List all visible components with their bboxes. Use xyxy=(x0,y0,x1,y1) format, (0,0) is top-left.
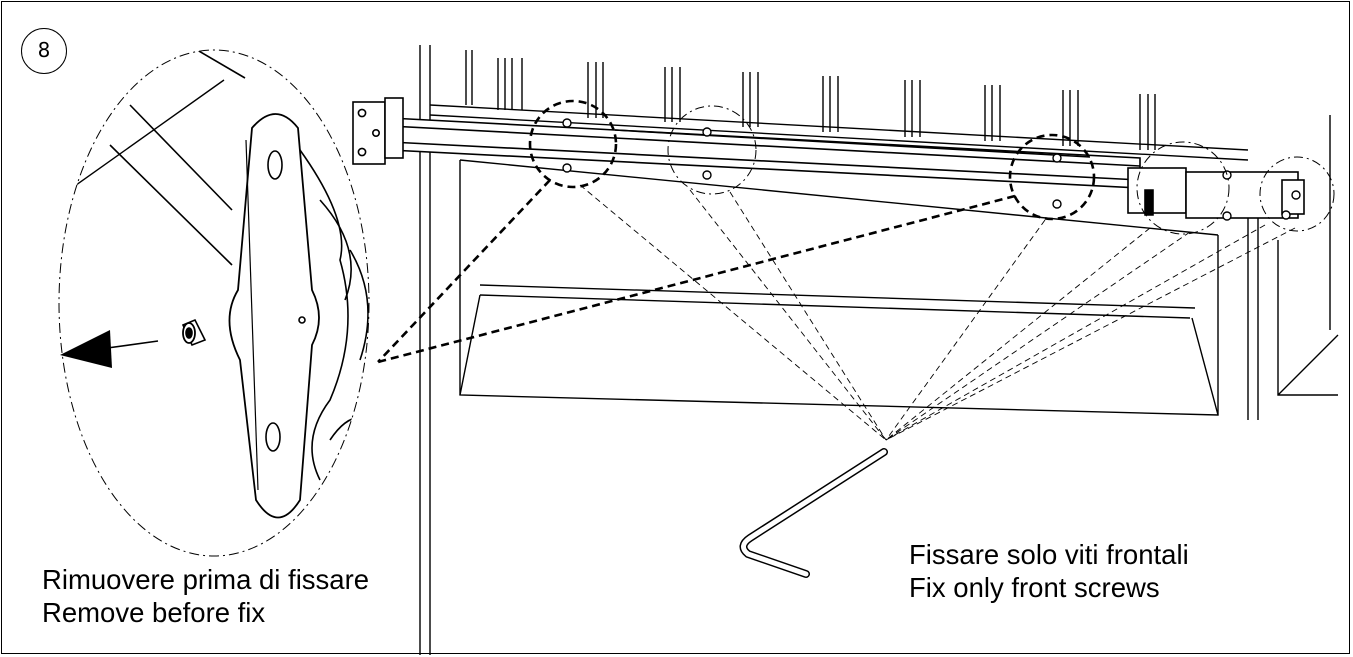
arm-screws xyxy=(562,118,1301,221)
stopper-highlight-circles xyxy=(528,99,1096,221)
caption-left-italian: Rimuovere prima di fissare xyxy=(42,564,370,595)
wall-bracket xyxy=(352,97,404,165)
caption-left-english: Remove before fix xyxy=(42,597,266,628)
wrench-leader-lines xyxy=(579,184,1296,441)
remove-direction-arrow-icon xyxy=(60,330,159,368)
zoom-leader-lines xyxy=(377,179,1016,364)
caption-right-italian: Fissare solo viti frontali xyxy=(909,539,1189,570)
caption-remove-before-fix: Rimuovere prima di fissare Remove before… xyxy=(42,563,369,629)
step-number-badge: 8 xyxy=(21,28,67,74)
screw-highlight-circles xyxy=(667,105,1335,235)
zoom-detail xyxy=(58,49,370,557)
allen-wrench-icon xyxy=(739,448,888,578)
caption-fix-front-screws: Fissare solo viti frontali Fix only fron… xyxy=(909,538,1189,604)
caption-right-english: Fix only front screws xyxy=(909,572,1160,603)
